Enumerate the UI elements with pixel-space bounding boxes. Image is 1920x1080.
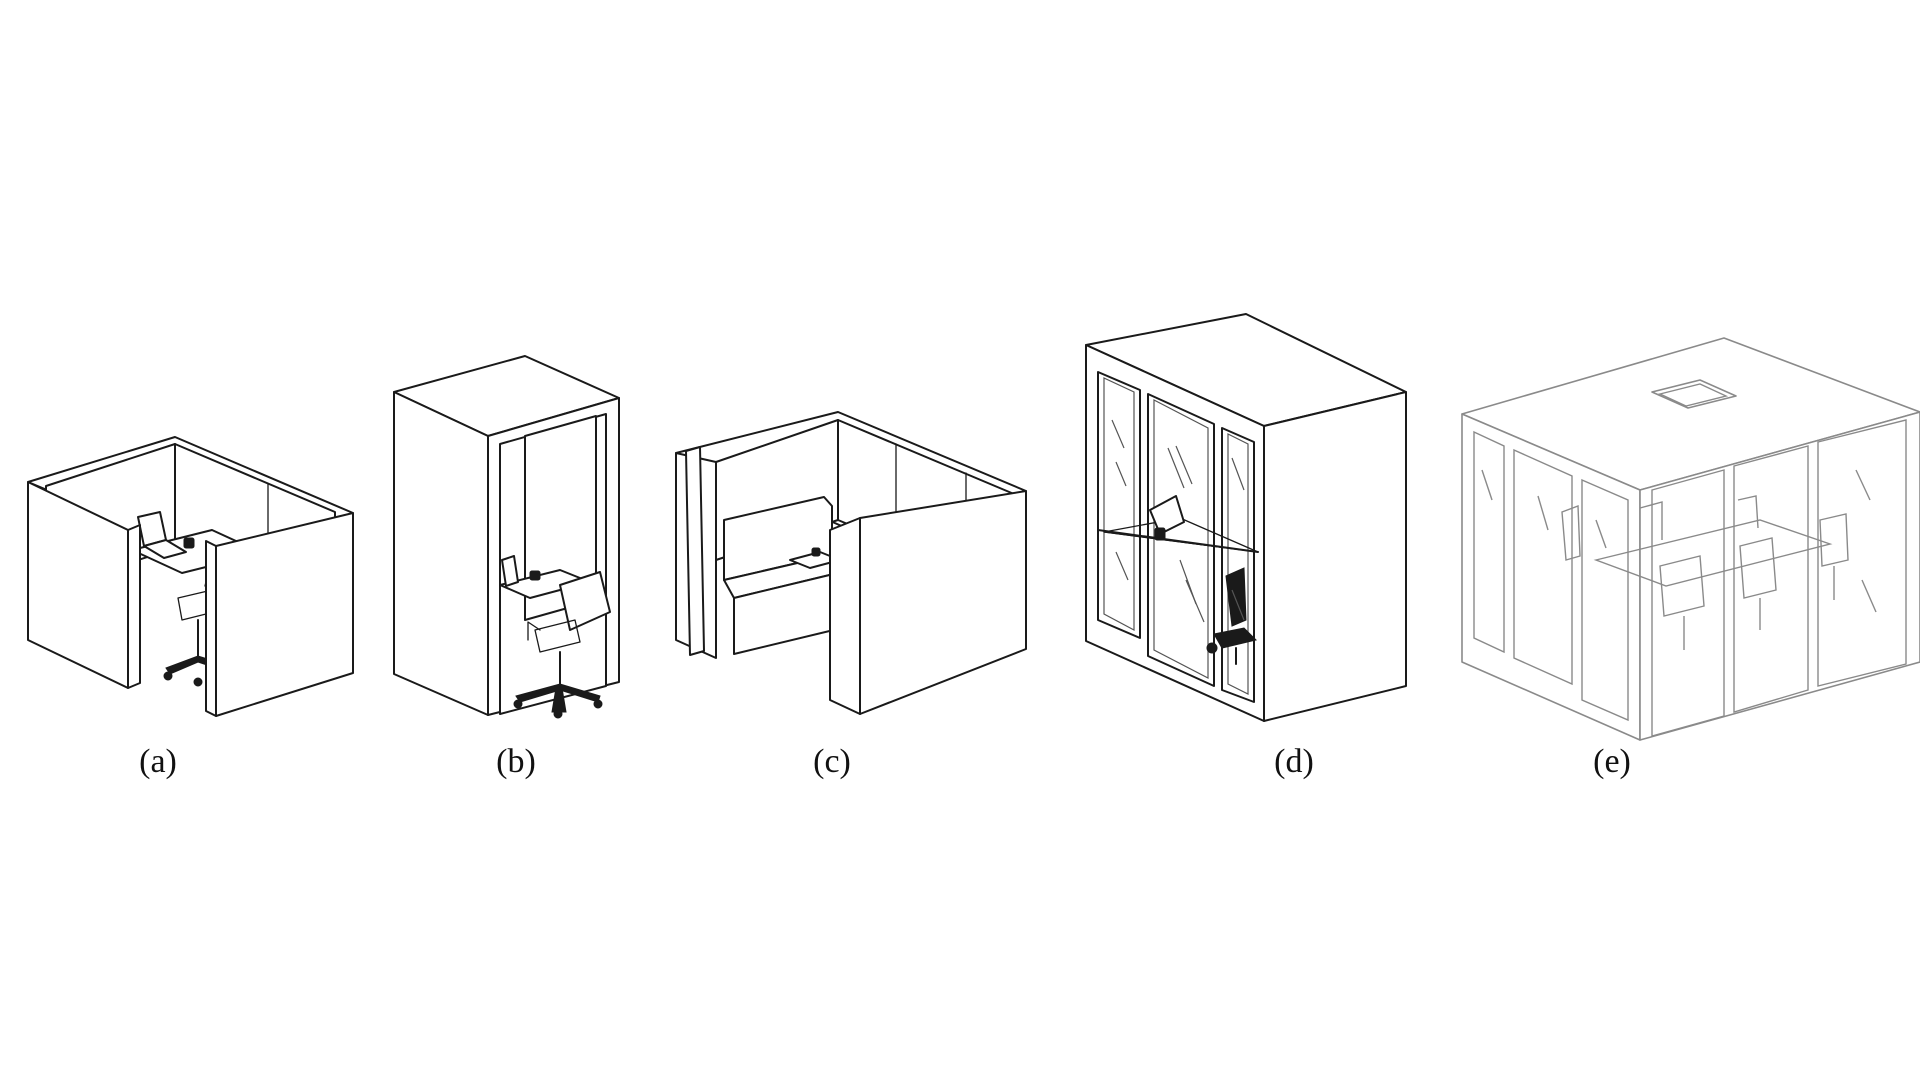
panel-d-left-pane bbox=[1097, 371, 1141, 639]
panel-a-caption: (a) bbox=[139, 743, 177, 780]
panel-a-open-desk-booth bbox=[27, 436, 354, 717]
panel-b-chair bbox=[513, 571, 611, 719]
panel-b-caption: (b) bbox=[496, 743, 536, 780]
panel-a-right-panel-edge bbox=[205, 540, 217, 717]
panel-d-glass-pod bbox=[1085, 313, 1407, 722]
panel-e-pane-6 bbox=[1817, 419, 1907, 687]
panel-e-caption: (e) bbox=[1593, 743, 1631, 780]
panel-c-sofa-booth bbox=[675, 411, 1027, 715]
panel-b-cup bbox=[529, 570, 541, 581]
panel-c-caption: (c) bbox=[813, 743, 851, 780]
panel-e-front-side bbox=[1639, 411, 1920, 741]
panel-d-door-pane bbox=[1147, 393, 1215, 687]
panel-a-right-panel-face bbox=[215, 512, 354, 717]
panel-c-left-edge bbox=[685, 446, 705, 656]
panel-b-tall-booth bbox=[393, 355, 620, 719]
panel-e-roof-vent bbox=[1651, 379, 1737, 409]
panel-a-left-panel-edge bbox=[127, 524, 141, 689]
panel-a-cup bbox=[183, 537, 195, 549]
panel-d-caption: (d) bbox=[1274, 743, 1314, 780]
panel-b-laptop bbox=[501, 555, 519, 587]
panel-e-pane-1 bbox=[1473, 430, 1505, 654]
panel-e-pane-3 bbox=[1581, 478, 1629, 722]
panel-d-laptop bbox=[1149, 495, 1185, 535]
panel-e-meeting-pod bbox=[1461, 337, 1920, 741]
panel-e-pane-2 bbox=[1513, 448, 1573, 686]
panel-e-pane-5 bbox=[1733, 445, 1809, 713]
panel-e-pane-4 bbox=[1651, 469, 1725, 737]
panel-d-right-pane bbox=[1221, 427, 1255, 703]
panel-b-left-side bbox=[393, 391, 489, 716]
panel-a-laptop-base bbox=[143, 539, 187, 559]
panel-d-right-side bbox=[1263, 391, 1407, 722]
